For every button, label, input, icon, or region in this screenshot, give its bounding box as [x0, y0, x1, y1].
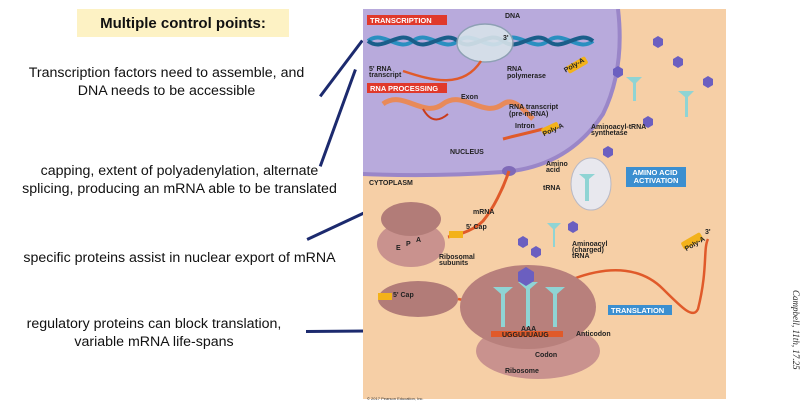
poly-a-tail-top	[566, 56, 588, 74]
translation-header-label: TRANSLATION	[611, 306, 664, 315]
dna-label: DNA	[505, 13, 520, 20]
rna-transcript-pre-label: RNA transcript(pre-mRNA)	[509, 104, 559, 118]
copyright: © 2017 Pearson Education, Inc.	[367, 396, 424, 401]
aminoacyl-charged-trna-label: Aminoacyl(charged)tRNA	[572, 241, 607, 260]
codon-seq-label: UGGUUUAUG	[502, 332, 549, 339]
note-transcription: Transcription factors need to assemble, …	[28, 65, 305, 99]
amino-acids	[518, 36, 713, 258]
title: Multiple control points:	[100, 14, 266, 32]
a-site-label: A	[416, 237, 421, 244]
ribosome-label: Ribosome	[505, 368, 539, 375]
ribosome-small-subunit-bottom	[378, 281, 458, 317]
poly-a-tail-mid	[541, 122, 560, 135]
amino-acid-chain	[518, 267, 534, 286]
five-cap-bottom-label: 5' Cap	[393, 292, 414, 299]
aa-activation-line-1: AMINO ACID	[632, 168, 678, 177]
three-prime-top-label: 3'	[503, 35, 509, 42]
trna-label: tRNA	[543, 185, 561, 192]
transcription-header	[367, 15, 447, 25]
mrna-label: mRNA	[473, 209, 494, 216]
rna-processing-header	[367, 83, 447, 93]
note-nuclear-export: specific proteins assist in nuclear expo…	[23, 250, 336, 266]
note-translation-control: regulatory proteins can block translatio…	[26, 316, 282, 350]
cytoplasm-label: CYTOPLASM	[369, 180, 413, 187]
codon-strip	[491, 331, 563, 337]
note-rna-processing: capping, extent of polyadenylation, alte…	[22, 163, 337, 197]
exon-label: Exon	[461, 94, 478, 101]
trna-e-site	[493, 287, 513, 327]
gene-expression-figure: Poly-A Poly-A E P A TRANSCRI	[363, 9, 726, 399]
five-cap-mid	[449, 231, 463, 238]
nucleus-area	[363, 9, 620, 176]
citation-svg: Campbell, 11th, 17.25	[791, 290, 801, 370]
intron-loop	[422, 108, 449, 121]
codon-label: Codon	[535, 352, 557, 359]
aminoacyl-trna-synthetase	[570, 157, 612, 211]
pre-mrna	[381, 97, 535, 121]
p-site-label: P	[406, 241, 411, 248]
citation-container: Campbell, 11th, 17.25	[785, 290, 805, 400]
anticodon-seq-label: AAA	[521, 326, 536, 333]
e-site-label: E	[396, 245, 401, 252]
nucleus-label: NUCLEUS	[450, 149, 484, 156]
anticodon-label: Anticodon	[576, 331, 611, 338]
five-cap-mid-label: 5' Cap	[466, 224, 487, 231]
mature-mrna-nucleus	[502, 127, 544, 141]
translation-header	[608, 305, 672, 315]
title-box: Multiple control points:	[77, 9, 289, 37]
trna-p-site	[518, 282, 538, 327]
charged-trna	[547, 223, 561, 247]
amino-acid-activation-header	[626, 167, 686, 187]
five-cap-bottom	[378, 293, 392, 300]
citation: Campbell, 11th, 17.25	[791, 290, 801, 370]
intron-label: Intron	[515, 123, 535, 130]
amino-acid-activation-header-label: AMINO ACID ACTIVATION	[632, 168, 679, 185]
rna-polymerase	[456, 23, 514, 63]
figure-canvas: Poly-A Poly-A E P A TRANSCRI	[363, 9, 726, 399]
three-prime-right-label: 3'	[705, 229, 711, 236]
trna-synthetase-bound	[579, 174, 595, 201]
transcription-header-label: TRANSCRIPTION	[370, 16, 432, 25]
rna-transcript-strand	[402, 60, 483, 82]
ribosome-small-subunit-free	[381, 202, 441, 236]
trna-a-site	[545, 287, 565, 327]
aa-activation-line-2: ACTIVATION	[634, 176, 679, 185]
free-trna-2	[626, 77, 642, 101]
free-trna-1	[678, 91, 694, 117]
poly-a-tail-right	[681, 232, 703, 250]
rna-processing-header-label: RNA PROCESSING	[370, 84, 438, 93]
